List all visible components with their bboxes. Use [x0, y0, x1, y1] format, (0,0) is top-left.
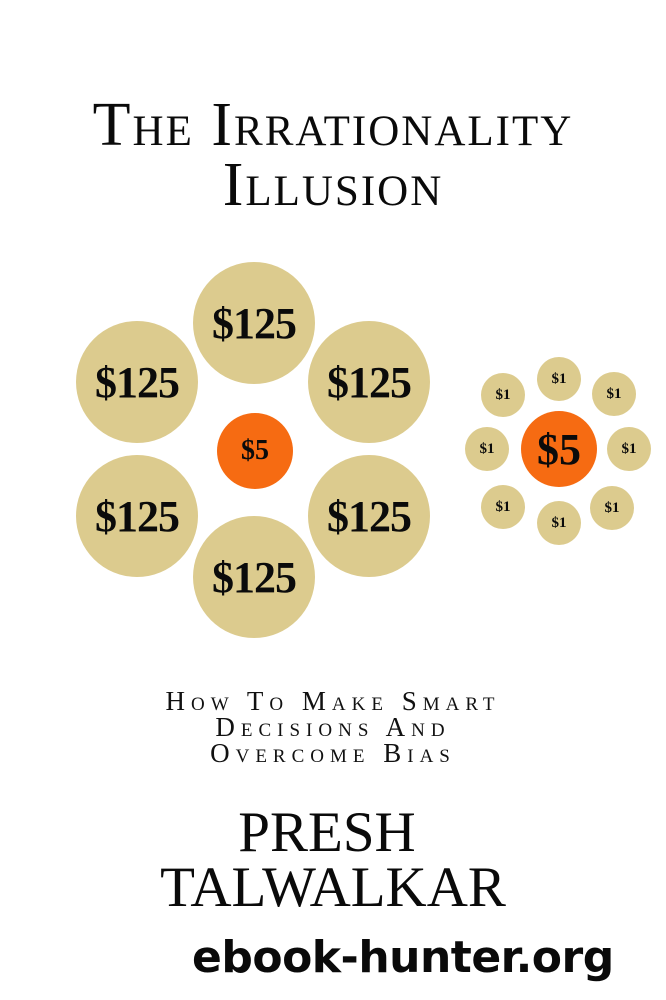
coin-125-lower-right: $125	[308, 455, 430, 577]
subtitle-line3: Overcome Bias	[210, 738, 456, 768]
coin-1-left: $1	[465, 427, 509, 471]
coin-1-right: $1	[607, 427, 651, 471]
coin-1-lower-left: $1	[481, 485, 525, 529]
coin-1-bottom: $1	[537, 501, 581, 545]
subtitle-line1: How To Make Smart	[165, 686, 501, 716]
coin-5-center-left: $5	[217, 413, 293, 489]
coin-125-upper-right: $125	[308, 321, 430, 443]
coin-125-lower-left: $125	[76, 455, 198, 577]
coin-5-center-right: $5	[521, 411, 597, 487]
coin-125-upper-left: $125	[76, 321, 198, 443]
coin-125-top: $125	[193, 262, 315, 384]
coin-1-upper-right: $1	[592, 372, 636, 416]
coin-1-upper-left: $1	[481, 373, 525, 417]
book-title-line2: Illusion	[222, 151, 444, 219]
author-first-name: PRESH	[238, 801, 416, 864]
coin-125-bottom: $125	[193, 516, 315, 638]
subtitle-line2: Decisions And	[215, 712, 451, 742]
coin-1-lower-right: $1	[590, 486, 634, 530]
book-subtitle: How To Make Smart Decisions And Overcome…	[0, 686, 666, 768]
book-title-line1: The Irrationality	[92, 91, 574, 159]
author-last-name: TALWALKAR	[160, 856, 506, 919]
watermark-text: ebook-hunter.org	[192, 932, 614, 983]
coin-1-top: $1	[537, 357, 581, 401]
